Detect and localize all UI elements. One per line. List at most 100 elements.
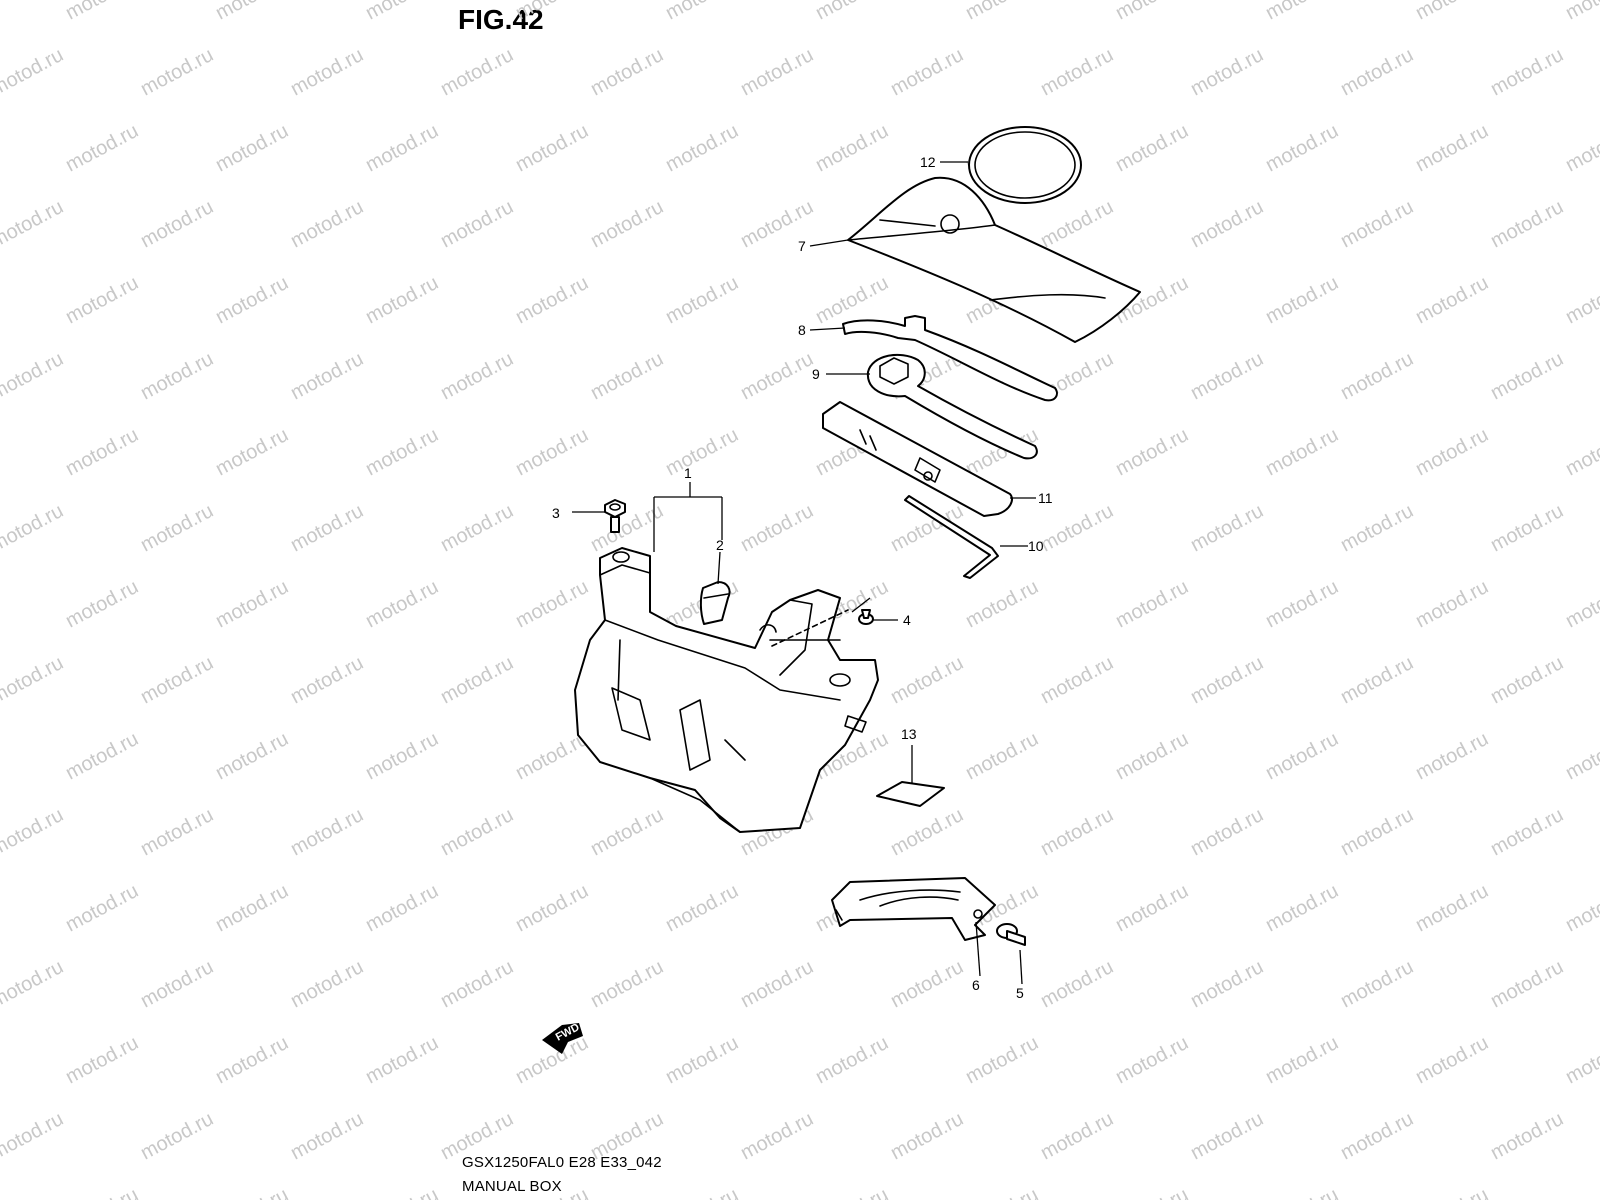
rubber-band-part[interactable]: [968, 126, 1082, 204]
watermark-text: motod.ru: [137, 44, 217, 100]
tool-bag-part[interactable]: [847, 176, 1141, 343]
watermark-text: motod.ru: [0, 804, 67, 860]
watermark-text: motod.ru: [587, 804, 667, 860]
watermark-text: motod.ru: [1412, 0, 1492, 24]
watermark-text: motod.ru: [212, 880, 292, 936]
watermark-text: motod.ru: [737, 1108, 817, 1164]
watermark-text: motod.ru: [737, 44, 817, 100]
callout-11: 11: [1038, 490, 1053, 506]
watermark-text: motod.ru: [1262, 728, 1342, 784]
watermark-text: motod.ru: [1037, 196, 1117, 252]
watermark-text: motod.ru: [1337, 44, 1417, 100]
watermark-text: motod.ru: [1412, 272, 1492, 328]
callout-8: 8: [798, 322, 806, 338]
leader-lines: [572, 161, 1036, 985]
watermark-text: motod.ru: [1562, 1184, 1600, 1200]
cushion-part[interactable]: [699, 581, 731, 625]
watermark-text: motod.ru: [1037, 44, 1117, 100]
watermark-text: motod.ru: [362, 880, 442, 936]
label-part[interactable]: [876, 781, 945, 807]
watermark-text: motod.ru: [587, 44, 667, 100]
plug-wrench-part[interactable]: [822, 401, 1013, 517]
watermark-text: motod.ru: [587, 196, 667, 252]
watermark-text: motod.ru: [362, 272, 442, 328]
watermark-text: motod.ru: [737, 500, 817, 556]
watermark-text: motod.ru: [812, 120, 892, 176]
watermark-text: motod.ru: [1337, 1108, 1417, 1164]
watermark-text: motod.ru: [812, 272, 892, 328]
watermark-text: motod.ru: [437, 804, 517, 860]
watermark-text: motod.ru: [737, 956, 817, 1012]
watermark-text: motod.ru: [1037, 652, 1117, 708]
spanner-part[interactable]: [842, 315, 1058, 402]
callout-1: 1: [684, 465, 692, 481]
watermark-text: motod.ru: [1412, 576, 1492, 632]
watermark-text: motod.ru: [662, 1184, 742, 1200]
watermark-text: motod.ru: [212, 272, 292, 328]
watermark-text: motod.ru: [1262, 576, 1342, 632]
screw-4-part[interactable]: [858, 609, 874, 625]
watermark-text: motod.ru: [887, 804, 967, 860]
watermark-text: motod.ru: [137, 348, 217, 404]
watermark-text: motod.ru: [662, 1032, 742, 1088]
watermark-text: motod.ru: [662, 120, 742, 176]
watermark-text: motod.ru: [587, 500, 667, 556]
watermark-text: motod.ru: [1487, 348, 1567, 404]
watermark-text: motod.ru: [1337, 500, 1417, 556]
watermark-text: motod.ru: [1487, 804, 1567, 860]
watermark-text: motod.ru: [362, 0, 442, 24]
watermark-text: motod.ru: [1112, 880, 1192, 936]
watermark-text: motod.ru: [437, 196, 517, 252]
watermark-text: motod.ru: [212, 1032, 292, 1088]
watermark-text: motod.ru: [1412, 1184, 1492, 1200]
figure-title: FIG.42: [458, 4, 544, 35]
section-name: MANUAL BOX: [462, 1178, 562, 1195]
callout-3: 3: [552, 505, 560, 521]
watermark-text: motod.ru: [212, 576, 292, 632]
watermark-text: motod.ru: [1487, 44, 1567, 100]
watermark-text: motod.ru: [512, 576, 592, 632]
ring-spanner-part[interactable]: [866, 353, 1038, 460]
watermark-text: motod.ru: [662, 272, 742, 328]
watermark-text: motod.ru: [362, 728, 442, 784]
watermark-text: motod.ru: [62, 1184, 142, 1200]
watermark-text: motod.ru: [887, 956, 967, 1012]
model-code: GSX1250FAL0 E28 E33_042: [462, 1154, 662, 1171]
watermark-text: motod.ru: [437, 956, 517, 1012]
watermark-text: motod.ru: [1262, 1032, 1342, 1088]
watermark-text: motod.ru: [62, 0, 142, 24]
watermark-text: motod.ru: [437, 348, 517, 404]
watermark-text: motod.ru: [212, 120, 292, 176]
watermark-text: motod.ru: [1337, 652, 1417, 708]
watermark-text: motod.ru: [1337, 956, 1417, 1012]
bolt-5-part[interactable]: [996, 923, 1026, 946]
watermark-text: motod.ru: [1487, 196, 1567, 252]
watermark-text: motod.ru: [62, 728, 142, 784]
watermark-text: motod.ru: [887, 652, 967, 708]
watermark-text: motod.ru: [62, 576, 142, 632]
watermark-text: motod.ru: [962, 576, 1042, 632]
watermark-text: motod.ru: [1562, 728, 1600, 784]
watermark-text: motod.ru: [812, 0, 892, 24]
watermark-text: motod.ru: [1562, 880, 1600, 936]
watermark-text: motod.ru: [1412, 424, 1492, 480]
watermark-text: motod.ru: [437, 44, 517, 100]
watermark-text: motod.ru: [287, 196, 367, 252]
watermark-text: motod.ru: [1487, 956, 1567, 1012]
watermark-text: motod.ru: [362, 1184, 442, 1200]
watermark-text: motod.ru: [362, 120, 442, 176]
watermark-text: motod.ru: [1412, 1032, 1492, 1088]
callout-7: 7: [798, 238, 806, 254]
bracket-part[interactable]: [831, 877, 996, 941]
watermark-text: motod.ru: [1187, 804, 1267, 860]
watermark-text: motod.ru: [1112, 0, 1192, 24]
watermark-text: motod.ru: [1037, 1108, 1117, 1164]
watermark-text: motod.ru: [1412, 120, 1492, 176]
manual-box-part[interactable]: [574, 547, 879, 833]
watermark-text: motod.ru: [1187, 500, 1267, 556]
watermark-text: motod.ru: [362, 576, 442, 632]
hex-key-part[interactable]: [904, 495, 999, 579]
watermark-text: motod.ru: [1037, 956, 1117, 1012]
watermark-text: motod.ru: [137, 804, 217, 860]
